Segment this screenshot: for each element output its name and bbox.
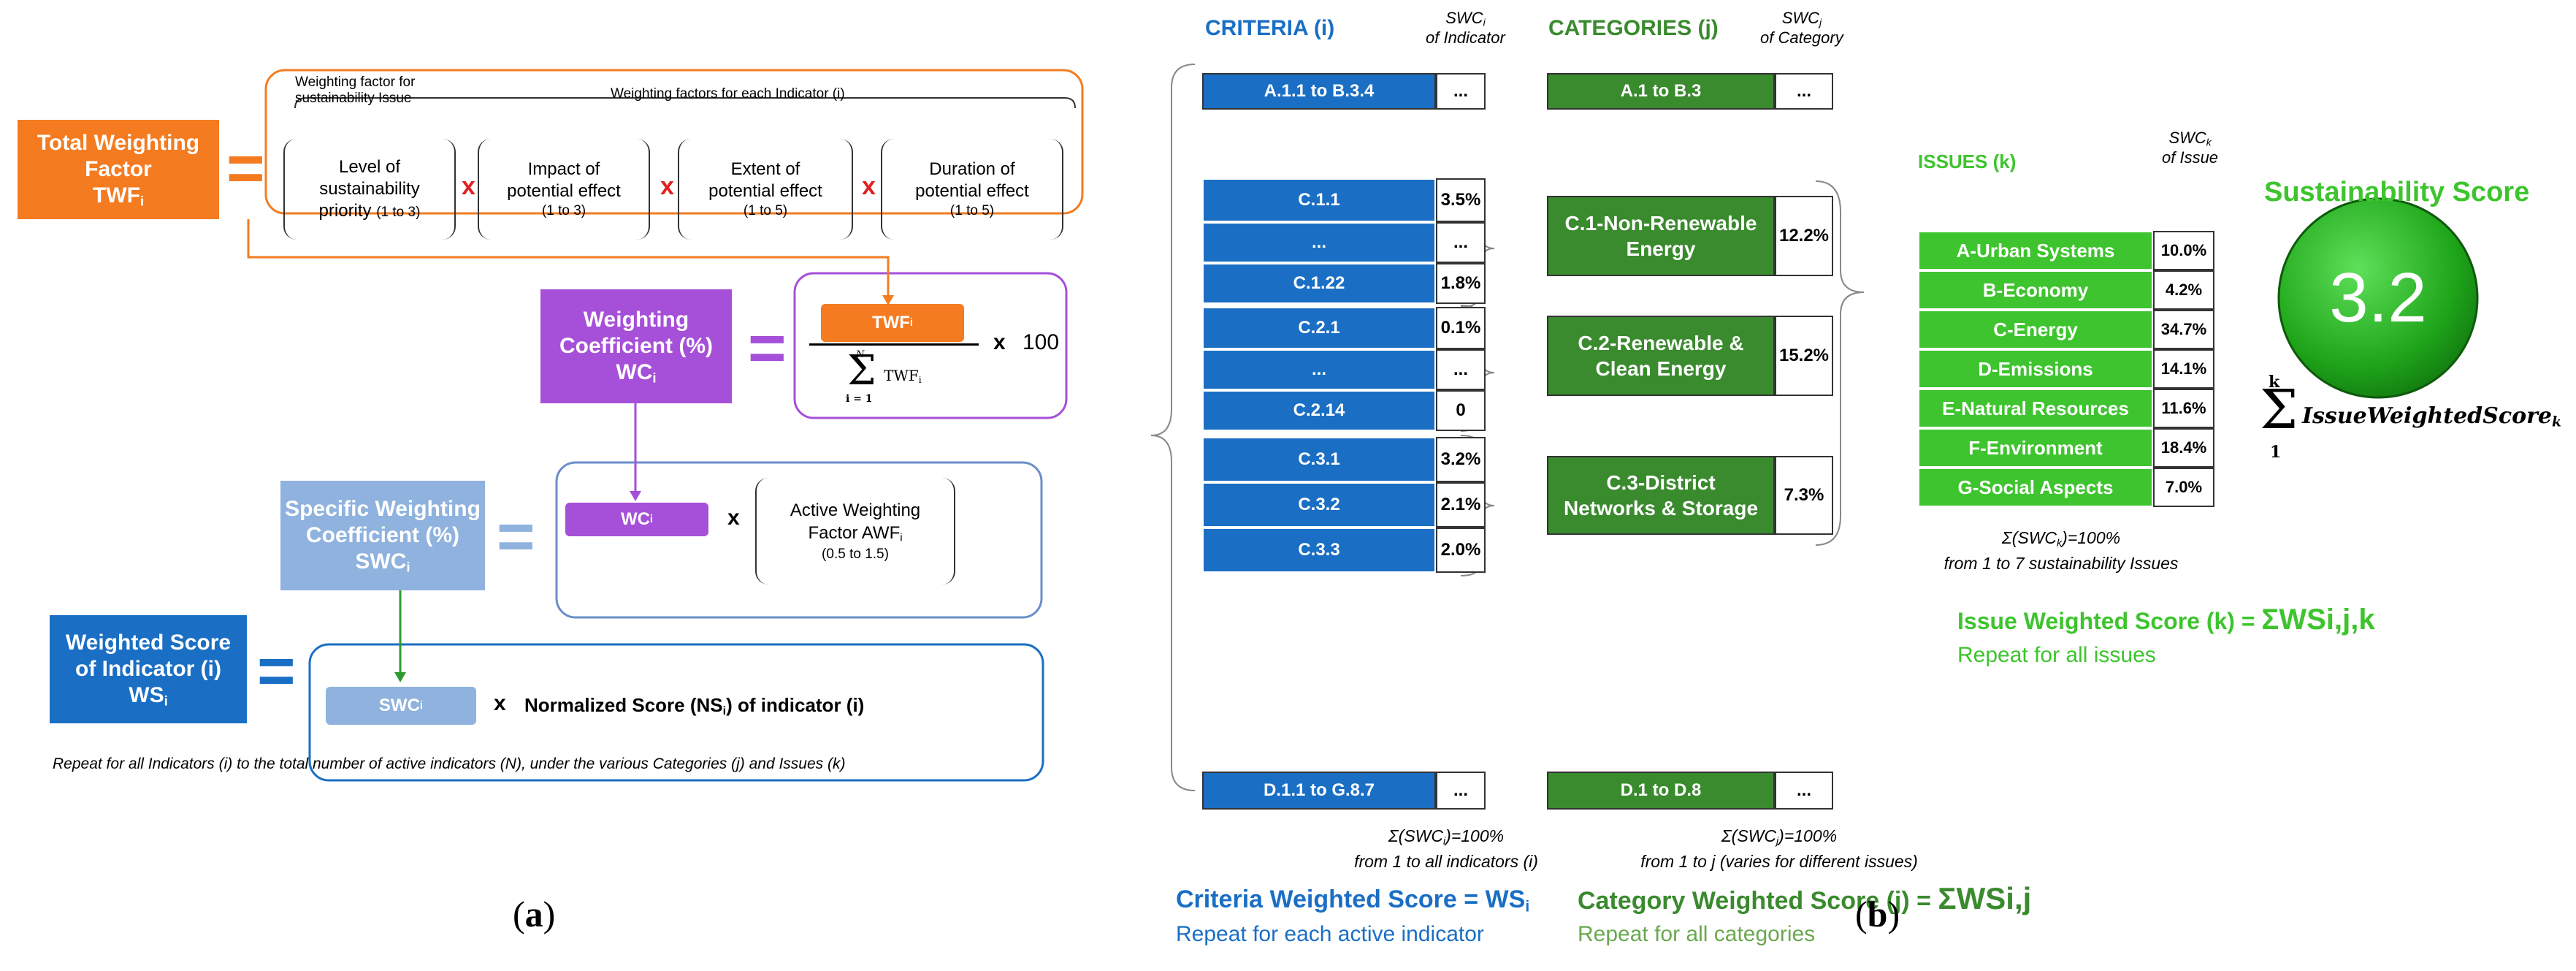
category-top: A.1 to B.3 bbox=[1547, 73, 1775, 110]
category-weighted-score: Category Weighted Score (j) = ΣWSi,j bbox=[1578, 881, 2032, 915]
ws-box: Weighted Score of Indicator (i) WSi bbox=[50, 615, 247, 723]
sum-issue: Σ(SWCk)=100% from 1 to 7 sustainability … bbox=[1944, 528, 2179, 573]
sustainability-title: Sustainability Score bbox=[2264, 177, 2530, 207]
panel-a-footnote: Repeat for all Indicators (i) to the tot… bbox=[53, 755, 846, 772]
criteria-c3-1: C.3.1 bbox=[1202, 437, 1436, 482]
issue-d-value: 14.1% bbox=[2153, 349, 2214, 389]
factor-impact: Impact of potential effect (1 to 3) bbox=[478, 139, 650, 240]
times-3: x bbox=[862, 172, 876, 200]
sustainability-score-circle bbox=[2277, 197, 2479, 399]
equals-sign-swc: = bbox=[497, 500, 535, 574]
equals-sign-ws: = bbox=[257, 635, 296, 708]
panel-b-label: (b) bbox=[1855, 894, 1900, 934]
criteria-c1-22: C.1.22 bbox=[1202, 263, 1436, 304]
fraction-times: x bbox=[993, 330, 1006, 354]
criteria-c3-2: C.3.2 bbox=[1202, 482, 1436, 528]
issue-f: F-Environment bbox=[1918, 428, 2153, 468]
swc-issue-header: SWCk of Issue bbox=[2162, 129, 2219, 167]
issue-e: E-Natural Resources bbox=[1918, 389, 2153, 428]
category-c3-value: 7.3% bbox=[1775, 456, 1833, 535]
issue-g-value: 7.0% bbox=[2153, 468, 2214, 507]
category-bottom-value: ... bbox=[1775, 772, 1833, 810]
category-c1-value: 12.2% bbox=[1775, 196, 1833, 276]
swc-box: Specific Weighting Coefficient (%) SWCi bbox=[280, 481, 485, 590]
swc-category-header: SWCj of Category bbox=[1760, 9, 1843, 47]
issue-a: A-Urban Systems bbox=[1918, 231, 2153, 270]
category-c2: C.2-Renewable &Clean Energy bbox=[1547, 316, 1775, 396]
criteria-c1-dots: ... bbox=[1202, 222, 1436, 263]
criteria-c3-3: C.3.3 bbox=[1202, 528, 1436, 573]
criteria-c2-dots-value: ... bbox=[1436, 349, 1486, 390]
criteria-c2-14: C.2.14 bbox=[1202, 390, 1436, 431]
issue-c: C-Energy bbox=[1918, 310, 2153, 349]
category-bottom: D.1 to D.8 bbox=[1547, 772, 1775, 810]
criteria-c2-14-value: 0 bbox=[1436, 390, 1486, 431]
panel-a-label: (a) bbox=[513, 894, 556, 934]
issue-a-value: 10.0% bbox=[2153, 231, 2214, 270]
factor-duration: Duration of potential effect (1 to 5) bbox=[881, 139, 1063, 240]
criteria-c1-dots-value: ... bbox=[1436, 222, 1486, 263]
criteria-weighted-score: Criteria Weighted Score = WSi bbox=[1176, 886, 1530, 915]
equals-sign-twf: = bbox=[226, 132, 265, 205]
criteria-c2-1-value: 0.1% bbox=[1436, 307, 1486, 349]
issue-repeat: Repeat for all issues bbox=[1957, 643, 2156, 667]
criteria-c1-1: C.1.1 bbox=[1202, 178, 1436, 222]
swc-times: x bbox=[727, 506, 740, 530]
twf-line2: Factor bbox=[85, 156, 152, 181]
issue-b: B-Economy bbox=[1918, 270, 2153, 310]
ws-times: x bbox=[494, 691, 506, 715]
criteria-c3-1-value: 3.2% bbox=[1436, 437, 1486, 482]
weighting-factors-indicator-label: Weighting factors for each Indicator (i) bbox=[611, 86, 845, 102]
criteria-top-value: ... bbox=[1436, 73, 1486, 110]
awf-box: Active Weighting Factor AWFi (0.5 to 1.5… bbox=[755, 478, 955, 584]
sum-indicator: Σ(SWCi)=100% from 1 to all indicators (i… bbox=[1354, 826, 1538, 871]
normalized-score-label: Normalized Score (NSi) of indicator (i) bbox=[524, 694, 865, 718]
times-2: x bbox=[660, 172, 674, 200]
criteria-c2-dots: ... bbox=[1202, 349, 1436, 390]
criteria-c1-22-value: 1.8% bbox=[1436, 263, 1486, 304]
criteria-c2-1: C.2.1 bbox=[1202, 307, 1436, 349]
weighting-factor-issue-label: Weighting factor for sustainability Issu… bbox=[295, 75, 416, 106]
category-c2-value: 15.2% bbox=[1775, 316, 1833, 396]
issue-g: G-Social Aspects bbox=[1918, 468, 2153, 507]
factor-level-priority: Level of sustainability priority (1 to 3… bbox=[283, 139, 456, 240]
twf-line3: TWFi bbox=[92, 183, 145, 209]
equals-sign-wc: = bbox=[748, 312, 787, 385]
issues-header: ISSUES (k) bbox=[1918, 151, 2017, 172]
issue-b-value: 4.2% bbox=[2153, 270, 2214, 310]
criteria-header: CRITERIA (i) bbox=[1205, 16, 1335, 40]
issue-e-value: 11.6% bbox=[2153, 389, 2214, 428]
issue-c-value: 34.7% bbox=[2153, 310, 2214, 349]
twf-box: Total Weighting Factor TWFi bbox=[18, 120, 219, 219]
criteria-bottom-value: ... bbox=[1436, 772, 1486, 810]
issue-d: D-Emissions bbox=[1918, 349, 2153, 389]
category-repeat: Repeat for all categories bbox=[1578, 922, 1816, 946]
issue-f-value: 18.4% bbox=[2153, 428, 2214, 468]
wc-box: Weighting Coefficient (%) WCi bbox=[540, 289, 732, 403]
issue-weighted-score: Issue Weighted Score (k) = ΣWSi,j,k bbox=[1957, 603, 2375, 636]
sum-category: Σ(SWCj)=100% from 1 to j (varies for dif… bbox=[1640, 826, 1918, 871]
fraction-factor: 100 bbox=[1023, 330, 1060, 354]
times-1: x bbox=[462, 172, 475, 200]
criteria-top: A.1.1 to B.3.4 bbox=[1202, 73, 1436, 110]
factor-extent: Extent of potential effect (1 to 5) bbox=[678, 139, 853, 240]
fraction-bar bbox=[809, 343, 979, 346]
categories-header: CATEGORIES (j) bbox=[1548, 16, 1719, 40]
category-top-value: ... bbox=[1775, 73, 1833, 110]
sustainability-score-value: 3.2 bbox=[2329, 259, 2427, 337]
swc-indicator-header: SWCi of Indicator bbox=[1426, 9, 1505, 47]
twf-line1: Total Weighting bbox=[37, 130, 200, 155]
criteria-c1-1-value: 3.5% bbox=[1436, 178, 1486, 222]
criteria-repeat: Repeat for each active indicator bbox=[1176, 922, 1484, 946]
criteria-bottom: D.1.1 to G.8.7 bbox=[1202, 772, 1436, 810]
criteria-c3-3-value: 2.0% bbox=[1436, 528, 1486, 573]
criteria-c3-2-value: 2.1% bbox=[1436, 482, 1486, 528]
